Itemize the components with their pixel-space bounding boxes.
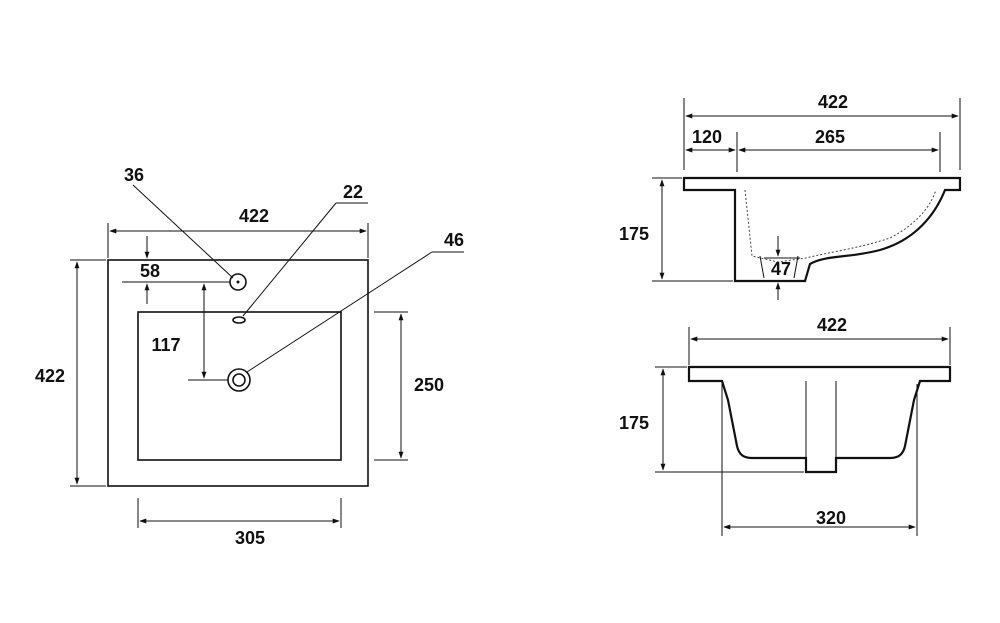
drain-hole bbox=[227, 368, 251, 392]
tap-hole-diameter-label: 22 bbox=[343, 182, 363, 202]
top-width-label: 422 bbox=[239, 206, 269, 226]
drain-offset-label: 117 bbox=[151, 335, 180, 355]
overflow-hole bbox=[229, 273, 247, 291]
front-profile bbox=[687, 365, 952, 474]
front-view: 422 175 320 bbox=[619, 315, 952, 536]
basin-length-label: 265 bbox=[815, 127, 845, 147]
overflow-diameter-label: 36 bbox=[124, 165, 144, 185]
rear-offset-label: 120 bbox=[692, 127, 722, 147]
side-view: 422 120 265 175 47 bbox=[619, 92, 962, 300]
side-height-label: 175 bbox=[619, 224, 649, 244]
basin-outline bbox=[107, 259, 369, 487]
drain-diameter-label: 46 bbox=[444, 230, 464, 250]
bowl-outline bbox=[137, 311, 342, 461]
top-depth-label: 422 bbox=[35, 366, 65, 386]
outlet-height-label: 47 bbox=[771, 259, 791, 279]
front-bowl-width-label: 320 bbox=[816, 508, 846, 528]
tap-hole bbox=[232, 316, 246, 324]
top-view: 422 422 305 250 58 117 36 22 46 bbox=[35, 165, 464, 548]
overflow-offset-label: 58 bbox=[140, 261, 160, 281]
bowl-width-label: 305 bbox=[235, 528, 265, 548]
front-height-label: 175 bbox=[619, 413, 649, 433]
side-profile bbox=[682, 176, 962, 283]
side-width-label: 422 bbox=[818, 92, 848, 112]
front-width-label: 422 bbox=[817, 315, 847, 335]
bowl-depth-label: 250 bbox=[414, 375, 444, 395]
